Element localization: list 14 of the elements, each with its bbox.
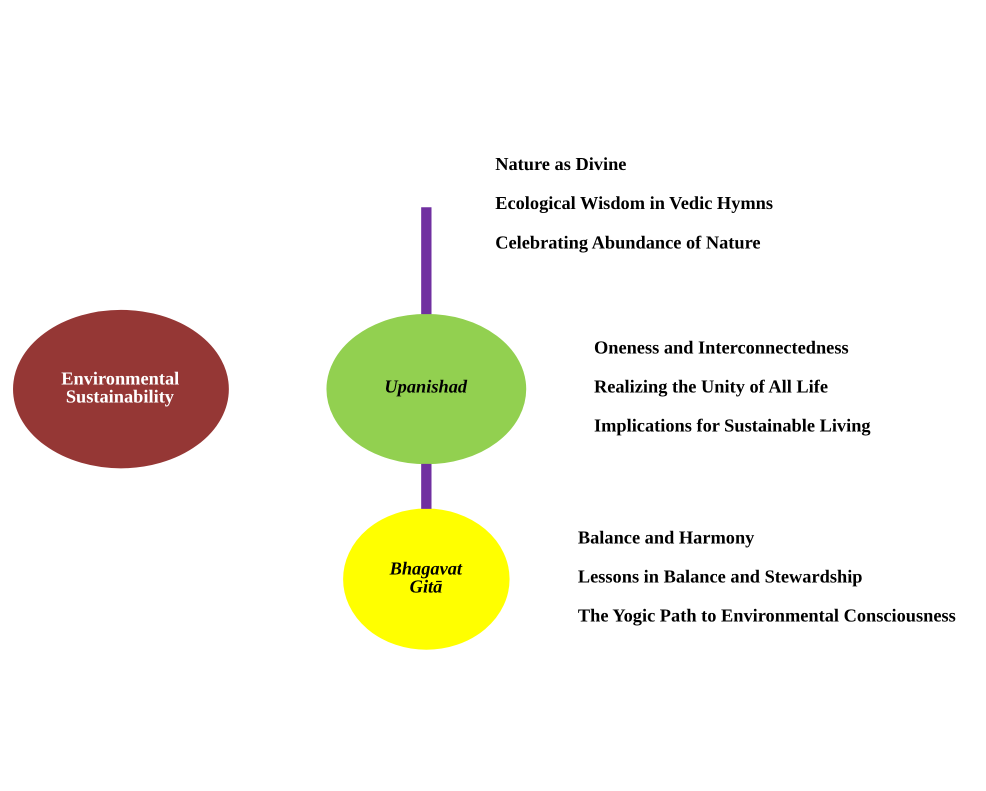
connector — [420, 463, 431, 508]
connector — [420, 206, 431, 314]
node-label: Oneness and Interconnectedness — [593, 336, 848, 357]
node-label: Realizing the Unity of All Life — [593, 376, 828, 396]
node-label: The Yogic Path to Environmental Consciousness — [577, 604, 956, 625]
node-label: Balance and Harmony — [577, 526, 754, 547]
label: Celebrating Abundance of Nature — [494, 232, 760, 252]
node-label: Lessons in Balance and Stewardship — [577, 566, 862, 586]
node-ellipse: Environmental Sustainability — [12, 309, 228, 468]
node-ellipse: Upanishad — [326, 313, 526, 464]
node-ellipse: Bhagavat Gitā — [342, 508, 510, 650]
node-label: Implications for Sustainable Living — [593, 414, 870, 435]
label: Ecological Wisdom in Vedic Hymns — [494, 192, 773, 213]
label: Nature as Divine — [494, 154, 626, 174]
